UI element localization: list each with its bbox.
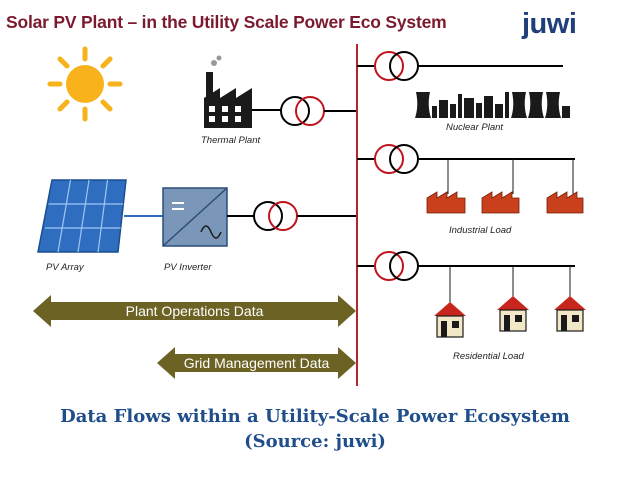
transformer-icon — [227, 201, 357, 231]
page-title: Solar PV Plant – in the Utility Scale Po… — [6, 12, 447, 32]
industrial-building-icon — [481, 191, 520, 214]
juwi-logo: juwi — [522, 8, 577, 40]
house-icon — [497, 296, 529, 332]
solar-panel-icon — [37, 179, 127, 253]
transformer-icon — [357, 51, 563, 81]
sun-icon — [47, 46, 123, 122]
plant-operations-arrow — [33, 295, 356, 327]
transformer-icon — [357, 144, 575, 174]
pv-inverter-label: PV Inverter — [164, 262, 212, 273]
industrial-building-icon — [546, 191, 584, 214]
thermal-plant-label: Thermal Plant — [201, 135, 261, 146]
pv-array-label: PV Array — [46, 262, 84, 273]
transformer-icon — [357, 251, 575, 281]
grid-management-arrow — [157, 347, 356, 379]
inverter-icon — [162, 187, 228, 247]
nuclear-plant-label: Nuclear Plant — [446, 122, 504, 133]
industrial-load-label: Industrial Load — [449, 225, 512, 236]
house-icon — [554, 296, 586, 332]
grid-management-label: Grid Management Data — [183, 355, 330, 371]
transformer-icon — [252, 96, 357, 126]
nuclear-plant-icon — [415, 92, 570, 118]
caption-line-2: (Source: juwi) — [244, 431, 386, 452]
industrial-building-icon — [426, 191, 466, 214]
caption-line-1: Data Flows within a Utility-Scale Power … — [60, 406, 570, 427]
residential-load-label: Residential Load — [453, 351, 524, 362]
house-icon — [434, 302, 466, 338]
factory-icon — [204, 55, 252, 128]
plant-operations-label: Plant Operations Data — [125, 303, 264, 319]
